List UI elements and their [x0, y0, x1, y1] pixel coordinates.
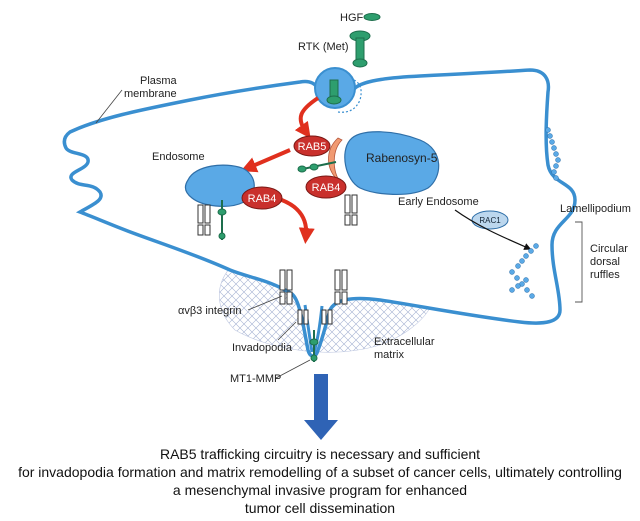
caption-line-2: for invadopodia formation and matrix rem…: [18, 464, 622, 480]
hgf-ligand: [363, 13, 381, 21]
caption-line-1: RAB5 trafficking circuitry is necessary …: [159, 446, 481, 462]
arrow-internalization: [294, 96, 320, 139]
integrin-icon-endosome: [197, 204, 211, 236]
endosome-label: Endosome: [152, 151, 205, 163]
rab4-protein-right: [305, 175, 347, 199]
rabenosyn-label: Rabenosyn-5: [366, 151, 438, 165]
rab4-right-label: RAB4: [312, 182, 341, 194]
rtk-label: RTK (Met): [298, 41, 349, 53]
clathrin-coat: [337, 79, 362, 113]
integrin-label: αvβ3 integrin: [178, 305, 241, 317]
rtk-receptor-icon: [349, 30, 371, 68]
arrow-to-endosome: [240, 148, 291, 173]
caption-line-4: tumor cell dissemination: [244, 500, 396, 516]
integrin-pointer: [247, 295, 283, 311]
plasma-membrane-label: Plasma membrane: [124, 75, 180, 100]
rac1-label: RAC1: [479, 216, 501, 225]
mt1mmp-label: MT1-MMP: [230, 373, 281, 385]
rab4-left-label: RAB4: [248, 193, 277, 205]
lamellipodium-label: Lamellipodium: [560, 203, 631, 215]
early-endosome: [344, 131, 440, 196]
integrin-icon-membrane-right: [334, 269, 348, 305]
caption-line-3: a mesenchymal invasive program for enhan…: [172, 482, 468, 498]
integrin-icon-early-endosome: [344, 194, 358, 226]
rab5-protein: [293, 135, 331, 157]
rab4-protein-left: [241, 186, 283, 210]
rab5-label: RAB5: [298, 141, 327, 153]
internalized-receptor-icon: [326, 79, 342, 105]
rac1-protein: [471, 210, 509, 230]
integrin-icon-invadopodium: [297, 309, 333, 325]
mt1mmp-icon-invadopodium: [309, 330, 319, 362]
invadopodia-pointer: [277, 321, 297, 341]
receptor-cargo-icon: [297, 161, 337, 173]
circular-dorsal-ruffles-label: Circular dorsal ruffles: [590, 243, 631, 281]
outcome-arrow: [304, 374, 338, 440]
plasma-membrane-pointer: [95, 89, 123, 124]
circular-dorsal-ruffles: [509, 243, 539, 299]
mt1mmp-pointer: [275, 359, 311, 379]
early-endosome-label: Early Endosome: [398, 196, 479, 208]
ruffles-bracket: [575, 221, 583, 303]
ecm-label: Extracellular matrix: [374, 336, 438, 361]
arrow-rac1-to-ruffles: [454, 209, 532, 250]
hgf-label: HGF: [340, 12, 364, 24]
integrin-icon-membrane-left: [279, 269, 293, 305]
invadopodia-label: Invadopodia: [232, 342, 293, 354]
lamellipodium-actin: [545, 127, 561, 181]
mt1mmp-icon-endosome: [217, 200, 227, 240]
